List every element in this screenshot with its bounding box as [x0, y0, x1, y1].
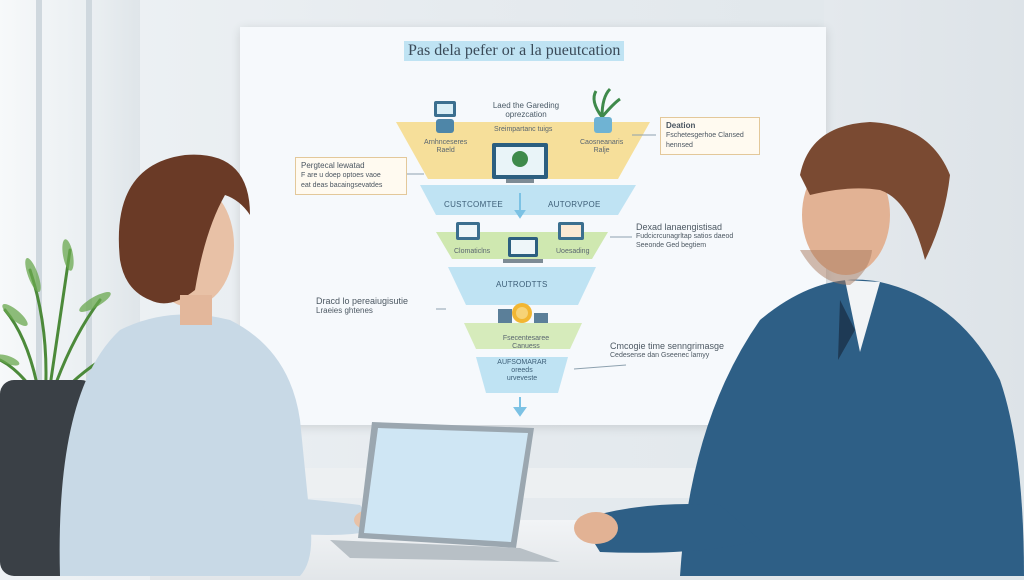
- left-item-label: Arnhnceseres Raeld: [424, 139, 467, 155]
- funnel-band-5: [464, 323, 582, 349]
- left-box-line-3: eat deas bacaingsevatdes: [301, 182, 383, 189]
- band-4-line-2: oreeds: [511, 367, 533, 374]
- top-label-line-1: Laed the Gareding: [492, 101, 560, 110]
- right-note-1-line-1: Fudcicrcunagrltap satios daeod: [636, 233, 734, 240]
- right-note-2-title: Cmcogie time senngrimasge: [610, 341, 725, 351]
- left-note: Dracd lo pereaiugisutie Lraeies ghtenes: [316, 296, 409, 316]
- right-box-title: Deation: [666, 121, 696, 130]
- laptop: [330, 422, 560, 562]
- top-sub-label: Sreimpartanc tuigs: [494, 126, 553, 133]
- funnel-band-6: [476, 357, 568, 393]
- left-box-line-1: Pergtecal lewatad: [301, 161, 365, 170]
- right-item-line-2: Ralje: [593, 147, 610, 154]
- calendar-icon: [558, 222, 584, 240]
- low-item-line-1: Fsecentesaree: [502, 335, 550, 342]
- laptop-icon: [503, 237, 543, 263]
- left-note-title: Dracd lo pereaiugisutie: [316, 296, 409, 306]
- plant-icon: [592, 87, 621, 133]
- robot-icon: [434, 101, 456, 133]
- right-note-1-line-2: Seeonde Ged begtiem: [636, 242, 707, 249]
- presentation-screen: Pas dela pefer or a la pueutcation: [240, 27, 826, 425]
- window-frame: [36, 0, 42, 420]
- coin-icon: [512, 303, 532, 323]
- low-item-line-2: Canuess: [512, 343, 540, 350]
- left-item-line-2: Raeld: [436, 147, 455, 154]
- right-note-1: Dexad lanaengistisad Fudcicrcunagrltap s…: [636, 223, 733, 250]
- band-label-3: AUTRODTTS: [496, 280, 548, 289]
- right-note-2: Cmcogie time senngrimasge Cedesense dan …: [610, 342, 724, 360]
- funnel-band-2: [420, 185, 636, 215]
- right-box-line-2: hennsed: [666, 142, 693, 149]
- band-label-4: AUFSOMARAR oreeds urveveste: [496, 359, 548, 383]
- left-info-box: Pergtecal lewatad F are u doep optoes va…: [295, 157, 407, 195]
- right-note-2-line: Cedesense dan Gseenec lamyy: [610, 352, 710, 359]
- mid-item-label-1: Clomaticlns: [454, 248, 491, 255]
- band-4-line-1: AUFSOMARAR: [497, 359, 547, 366]
- band-4-line-3: urveveste: [506, 375, 538, 382]
- low-item-label: Fsecentesaree Canuess: [496, 335, 556, 351]
- woman-figure: [59, 154, 386, 576]
- left-item-line-1: Arnhnceseres: [424, 139, 468, 146]
- man-figure: [574, 122, 1024, 576]
- right-box-line-1: Fschetesgerhoe Clansed: [666, 132, 744, 139]
- right-info-box: Deation Fschetesgerhoe Clansed hennsed: [660, 117, 760, 155]
- funnel-diagram: [396, 87, 656, 417]
- window-frame: [86, 0, 92, 420]
- top-label: Laed the Gareding oprezcation: [486, 101, 566, 119]
- mid-item-label-2: Uoesading: [556, 248, 590, 255]
- monitor-icon: [492, 143, 548, 183]
- top-label-line-2: oprezcation: [505, 110, 547, 119]
- right-note-1-title: Dexad lanaengistisad: [636, 222, 723, 232]
- building-icon: [498, 309, 548, 323]
- right-item-line-1: Caosneanaris: [580, 139, 624, 146]
- funnel-band-4: [448, 267, 596, 305]
- document-icon: [456, 222, 480, 240]
- band-label-1: CUSTCOMTEE: [444, 200, 503, 209]
- right-item-label: Caosneanaris Ralje: [580, 139, 623, 155]
- slide-title: Pas dela pefer or a la pueutcation: [404, 41, 625, 61]
- left-box-line-2: F are u doep optoes vaoe: [301, 172, 381, 179]
- left-note-line: Lraeies ghtenes: [316, 306, 373, 315]
- band-label-2: AUTORVPOE: [548, 200, 601, 209]
